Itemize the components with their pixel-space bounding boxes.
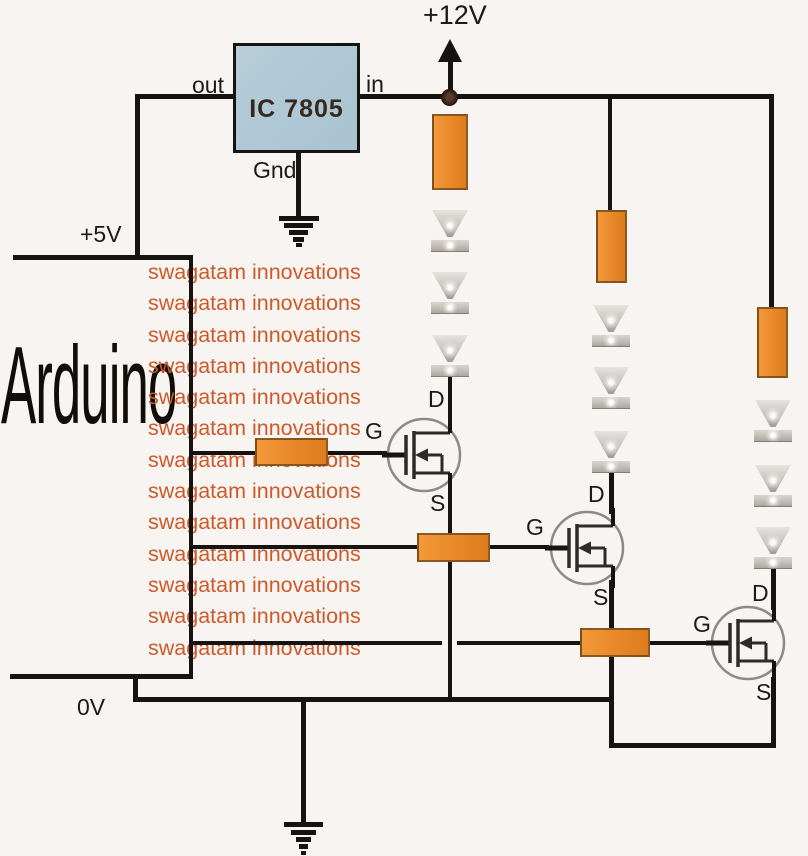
wire-arduino-edge (189, 255, 193, 679)
plus5v-label: +5V (80, 221, 122, 247)
watermark-text: swagatam innovations (148, 479, 361, 504)
mosfet-3-gate-label: G (693, 611, 711, 637)
ground-icon (284, 822, 323, 827)
wire-source-3 (771, 677, 776, 747)
watermark-text: swagatam innovations (148, 604, 361, 629)
wire-5v-drop (135, 94, 140, 260)
mosfet-2-source-label: S (593, 584, 609, 610)
arduino-label: Arduino (1, 324, 177, 447)
watermark-block: swagatam innovations swagatam innovations… (148, 257, 361, 664)
ic-gnd-pin-label: Gnd (253, 157, 297, 183)
wire-source-2 (609, 580, 614, 747)
ground-icon (291, 830, 316, 835)
wire-drain-3 (771, 567, 776, 610)
resistor-string1 (432, 114, 468, 190)
ground-icon (289, 230, 308, 235)
watermark-text: swagatam innovations (148, 353, 361, 378)
wire-gate-2 (189, 544, 549, 549)
ic-in-pin-label: in (366, 71, 384, 97)
wire-branch-2 (608, 96, 612, 212)
led-icon (754, 527, 792, 569)
mosfet-1-gate-label: G (365, 418, 383, 444)
wire-ground-branch (301, 700, 306, 824)
ground-icon (293, 237, 304, 242)
watermark-text: swagatam innovations (148, 416, 361, 441)
wire-12v-arrow-shaft (448, 56, 453, 98)
wire-drain-2 (609, 472, 614, 514)
led-icon (592, 431, 630, 473)
ground-icon (296, 243, 302, 247)
watermark-text: swagatam innovations (148, 322, 361, 347)
led-icon (592, 305, 630, 347)
resistor-string3 (757, 307, 788, 378)
mosfet-2-icon (545, 508, 625, 588)
ground-icon (296, 837, 311, 842)
watermark-text: swagatam innovations (148, 541, 361, 566)
watermark-text: swagatam innovations (148, 510, 361, 535)
wire-branch-3 (769, 94, 774, 309)
wire-ic-gnd-stem (296, 151, 301, 217)
mosfet-1-icon (382, 415, 462, 495)
mosfet-2-drain-label: D (588, 481, 605, 507)
led-icon (754, 465, 792, 507)
wire-ic-in (358, 94, 452, 99)
wire-drain-1 (447, 374, 453, 418)
led-icon (431, 272, 469, 314)
wire-0v-rail (10, 674, 191, 679)
plus12v-label: +12V (423, 0, 487, 30)
watermark-text: swagatam innovations (148, 635, 361, 660)
watermark-text: swagatam innovations (148, 291, 361, 316)
mosfet-3-drain-label: D (752, 580, 769, 606)
watermark-text: swagatam innovations (148, 572, 361, 597)
wire-5v-rail (13, 255, 193, 260)
zero-volt-label: 0V (77, 694, 106, 720)
ground-icon (299, 844, 308, 849)
wire-0v-stub (133, 674, 138, 702)
watermark-text: swagatam innovations (148, 260, 361, 284)
arrow-up-icon (438, 39, 462, 62)
resistor-gate1 (255, 438, 328, 466)
resistor-gate3 (580, 628, 650, 657)
ground-icon (279, 216, 319, 221)
mosfet-3-icon (706, 603, 786, 683)
wire-ground-rail (133, 697, 613, 702)
wire-source2-source3 (609, 742, 776, 748)
mosfet-3-source-label: S (756, 679, 772, 705)
ic7805-label: IC 7805 (249, 94, 344, 123)
wire-gate-3a (189, 640, 442, 645)
wire-source-1 (447, 487, 453, 702)
watermark-text: swagatam innovations (148, 385, 361, 410)
ic-out-pin-label: out (192, 72, 224, 98)
ic7805-box: IC 7805 (233, 43, 360, 153)
led-icon (431, 210, 469, 252)
mosfet-2-gate-label: G (526, 514, 544, 540)
led-icon (431, 335, 469, 377)
wire-ic-out (135, 94, 235, 99)
mosfet-1-source-label: S (430, 490, 446, 516)
led-icon (592, 367, 630, 409)
resistor-string2 (596, 210, 627, 283)
led-icon (754, 400, 792, 442)
ground-icon (284, 223, 313, 228)
junction-dot (441, 89, 458, 106)
ground-icon (301, 851, 306, 855)
resistor-gate2 (417, 533, 490, 562)
mosfet-1-drain-label: D (428, 386, 445, 412)
